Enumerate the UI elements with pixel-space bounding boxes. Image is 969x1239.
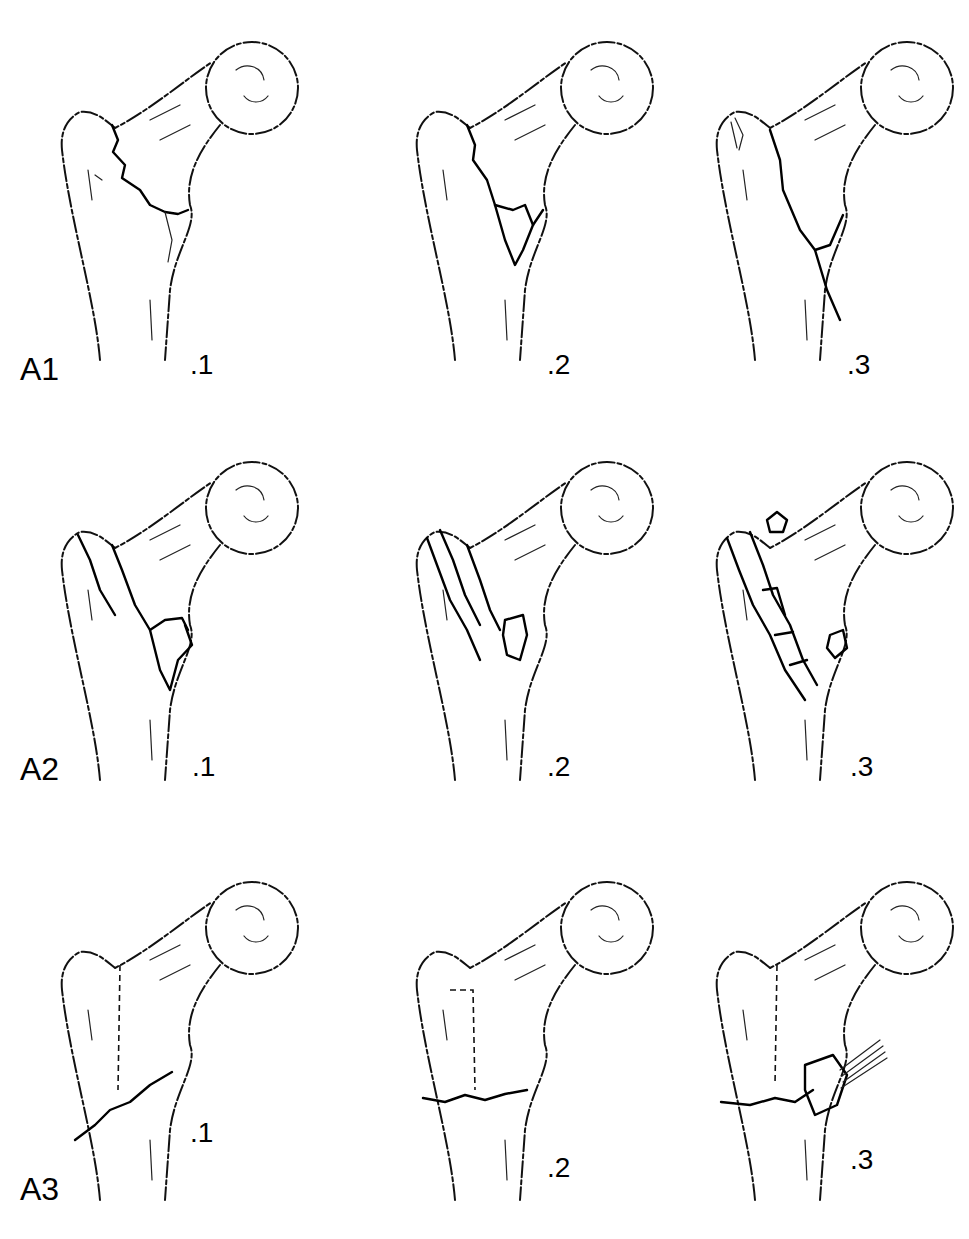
femur-a3-1	[62, 882, 298, 1200]
group-label: A1	[18, 352, 61, 387]
femur-a2-3	[717, 462, 953, 780]
femur-a2-1	[62, 462, 298, 780]
subtype-label: .2	[545, 1153, 572, 1184]
subtype-label: .3	[848, 1145, 875, 1176]
subtype-label: .1	[188, 350, 215, 381]
femur-a3-2	[417, 882, 653, 1200]
subtype-label: .2	[545, 350, 572, 381]
femur-a3-3	[717, 882, 953, 1200]
femur-a1-2	[417, 42, 653, 360]
subtype-label: .3	[845, 350, 872, 381]
subtype-label: .2	[545, 752, 572, 783]
subtype-label: .1	[188, 1118, 215, 1149]
subtype-label: .3	[848, 752, 875, 783]
femur-a2-2	[417, 462, 653, 780]
femur-a1-1	[62, 42, 298, 360]
subtype-label: .1	[190, 752, 217, 783]
group-label: A3	[18, 1172, 61, 1207]
femur-a1-3	[717, 42, 953, 360]
group-label: A2	[18, 752, 61, 787]
